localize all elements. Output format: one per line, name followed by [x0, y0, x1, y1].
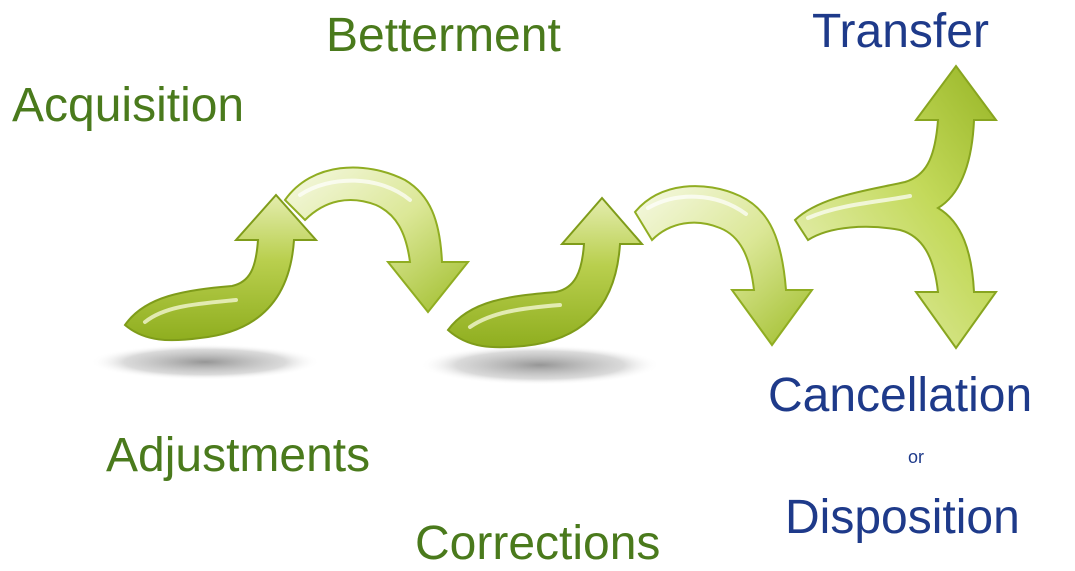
up-arrow-2	[446, 196, 645, 349]
label-cancellation: Cancellation	[768, 369, 1033, 422]
label-adjustments: Adjustments	[106, 429, 371, 482]
label-transfer: Transfer	[812, 5, 989, 58]
label-betterment: Betterment	[326, 9, 561, 62]
down-arrow-2	[633, 185, 814, 347]
label-acquisition: Acquisition	[12, 79, 245, 132]
label-disposition: Disposition	[785, 491, 1020, 544]
up-arrow-1	[123, 193, 319, 342]
shadow-2	[420, 345, 660, 385]
fork-arrow	[793, 64, 998, 350]
down-arrow-1	[283, 166, 471, 314]
label-corrections: Corrections	[415, 517, 661, 570]
shadow-1	[90, 344, 320, 380]
label-or: or	[908, 447, 925, 467]
